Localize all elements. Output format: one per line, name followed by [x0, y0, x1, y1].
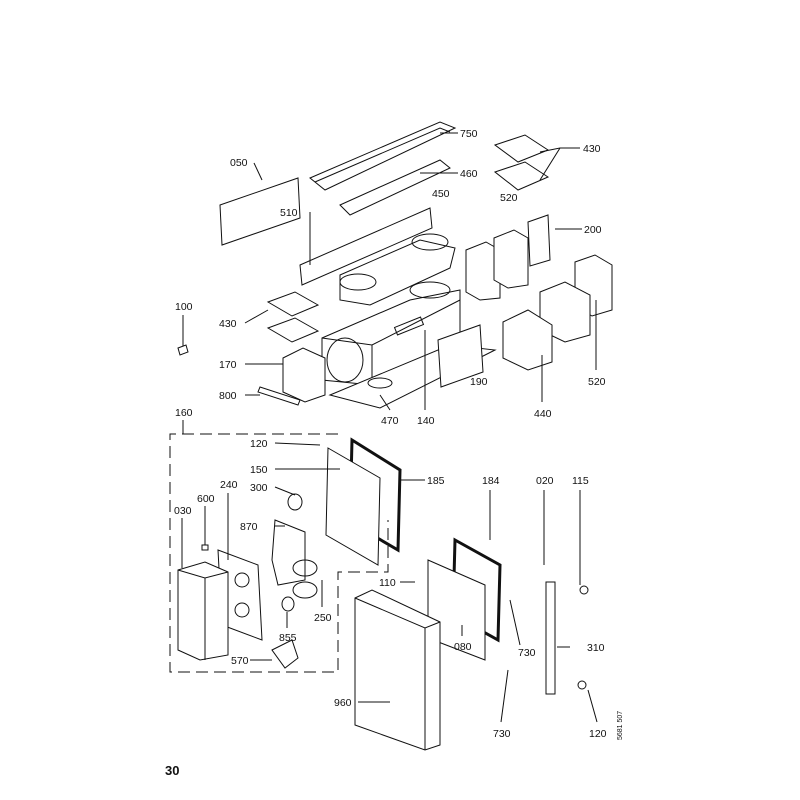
group-160-boundary — [169, 433, 389, 673]
part-310-pipe — [545, 581, 556, 695]
label-030: 030 — [174, 505, 192, 517]
label-510: 510 — [280, 207, 298, 219]
part-200-plate — [527, 214, 551, 267]
label-450: 450 — [432, 188, 450, 200]
part-855-knob — [281, 596, 295, 612]
part-870-shield — [271, 519, 306, 586]
label-240: 240 — [220, 479, 238, 491]
part-300-ring — [287, 493, 303, 511]
label-140: 140 — [417, 415, 435, 427]
part-600-clip — [201, 544, 209, 551]
label-250: 250 — [314, 612, 332, 624]
part-800-bracket — [257, 386, 301, 406]
label-050: 050 — [230, 157, 248, 169]
label-120: 120 — [250, 438, 268, 450]
part-430-left-pad-bottom — [266, 317, 320, 343]
label-150: 150 — [250, 464, 268, 476]
part-120-nut — [577, 680, 587, 690]
label-960: 960 — [334, 697, 352, 709]
part-150-plate — [325, 447, 381, 566]
label-190: 190 — [470, 376, 488, 388]
part-115-nut — [579, 585, 589, 595]
part-450-block — [339, 233, 456, 306]
page-number: 30 — [165, 763, 179, 778]
leader-lines — [181, 132, 598, 723]
label-100: 100 — [175, 301, 193, 313]
label-115: 115 — [572, 475, 589, 487]
label-855: 855 — [279, 632, 297, 644]
part-080-plate — [427, 559, 486, 661]
label-800: 800 — [219, 390, 237, 402]
label-470: 470 — [381, 415, 399, 427]
part-570-plate — [271, 639, 299, 669]
part-430-left-pad-top — [266, 291, 320, 317]
label-170: 170 — [219, 359, 237, 371]
part-250-ring — [292, 559, 318, 577]
label-600: 600 — [197, 493, 215, 505]
label-160: 160 — [175, 407, 193, 419]
part-100-clip — [177, 344, 189, 356]
label-310: 310 — [587, 642, 605, 654]
part-440-block-lower — [502, 309, 553, 371]
part-030-control-box — [177, 561, 229, 661]
label-120: 120 — [589, 728, 607, 740]
part-460-insulation-bar — [339, 159, 451, 216]
part-750-tray — [309, 121, 457, 191]
label-110: 110 — [379, 577, 396, 589]
label-460: 460 — [460, 168, 478, 180]
drawing-code: 5681 507 — [617, 711, 624, 740]
label-870: 870 — [240, 521, 258, 533]
label-570: 570 — [231, 655, 249, 667]
part-520-block-b — [493, 229, 529, 289]
label-520: 520 — [588, 376, 606, 388]
part-170-box — [282, 347, 326, 403]
label-430: 430 — [219, 318, 237, 330]
label-185: 185 — [427, 475, 445, 487]
label-020: 020 — [536, 475, 554, 487]
label-520: 520 — [500, 192, 518, 204]
part-190-sight-frame — [437, 324, 484, 388]
part-430-pad-top — [493, 134, 550, 163]
label-184: 184 — [482, 475, 500, 487]
part-510-plate — [299, 207, 433, 286]
label-080: 080 — [454, 641, 472, 653]
label-430: 430 — [583, 143, 601, 155]
label-440: 440 — [534, 408, 552, 420]
part-050-panel — [219, 177, 301, 246]
label-750: 750 — [460, 128, 478, 140]
label-730: 730 — [518, 647, 536, 659]
label-730: 730 — [493, 728, 511, 740]
part-520-block-a — [465, 241, 501, 301]
label-200: 200 — [584, 224, 602, 236]
label-300: 300 — [250, 482, 268, 494]
part-960-cover — [354, 589, 441, 751]
part-430-pad-bottom — [493, 161, 550, 191]
